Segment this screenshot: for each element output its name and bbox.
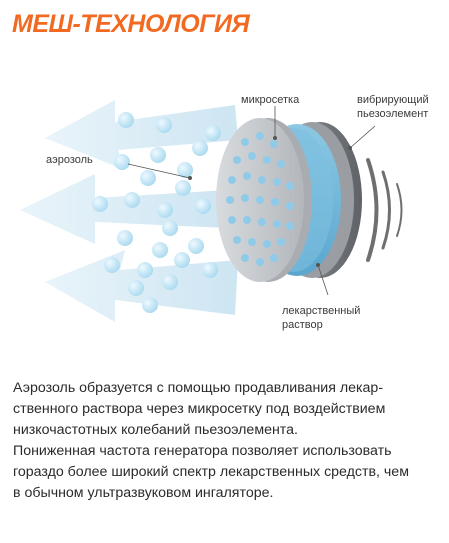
label-piezo-line2: пьезоэлемент <box>357 108 429 120</box>
wave-2 <box>381 170 391 250</box>
description-line: в обычном ультразвуковом ингаляторе. <box>13 485 274 501</box>
leader-aerosol <box>127 163 191 179</box>
droplet <box>137 262 153 278</box>
droplet <box>177 162 193 178</box>
label-mesh: микросетка <box>241 94 300 106</box>
droplet <box>150 147 166 163</box>
description-line: гораздо более широкий спектр лекарственн… <box>13 464 409 480</box>
label-solution: лекарственный раствор <box>282 304 360 332</box>
droplet <box>162 220 178 236</box>
droplet <box>118 112 134 128</box>
droplet <box>174 252 190 268</box>
wave-1 <box>366 158 379 262</box>
leader-solution <box>317 264 329 296</box>
droplet <box>117 230 133 246</box>
droplet <box>152 242 168 258</box>
label-solution-line2: раствор <box>282 319 323 331</box>
droplet <box>162 274 178 290</box>
description-text: Аэрозоль образуется с помощью продавлива… <box>13 378 438 504</box>
mesh-technology-diagram: аэрозоль микросетка вибрирующий пьезоэле… <box>0 60 449 360</box>
droplet <box>128 280 144 296</box>
droplet <box>175 180 191 196</box>
droplet <box>195 198 211 214</box>
description-line: ственного раствора через микросетку под … <box>13 401 386 417</box>
leader-piezo <box>349 125 376 149</box>
description-line: низкочастотных колебаний пьезоэлемента. <box>13 422 298 438</box>
mesh-disk <box>216 118 312 282</box>
droplet <box>142 297 158 313</box>
mesh-holes <box>226 132 294 266</box>
label-piezo: вибрирующий пьезоэлемент <box>357 93 429 121</box>
label-aerosol: аэрозоль <box>46 154 93 166</box>
aerosol-droplets <box>92 112 221 313</box>
droplet <box>104 257 120 273</box>
droplet <box>140 170 156 186</box>
arrow-middle <box>20 174 228 244</box>
label-piezo-line1: вибрирующий <box>357 94 429 106</box>
leader-lines <box>127 106 376 296</box>
page-title: МЕШ-ТЕХНОЛОГИЯ <box>12 10 250 38</box>
droplet <box>124 192 140 208</box>
vibration-waves <box>366 158 403 262</box>
droplet <box>188 238 204 254</box>
droplet <box>114 154 130 170</box>
arrow-top <box>45 100 238 170</box>
droplet <box>202 262 218 278</box>
description-line: Пониженная частота генератора позволяет … <box>13 443 392 459</box>
description-line: Аэрозоль образуется с помощью продавлива… <box>13 380 384 396</box>
wave-3 <box>396 183 403 237</box>
droplet <box>92 196 108 212</box>
diagram-svg <box>20 100 403 322</box>
droplet <box>157 202 173 218</box>
droplet <box>205 125 221 141</box>
droplet <box>156 117 172 133</box>
label-solution-line1: лекарственный <box>282 305 361 317</box>
droplet <box>192 140 208 156</box>
